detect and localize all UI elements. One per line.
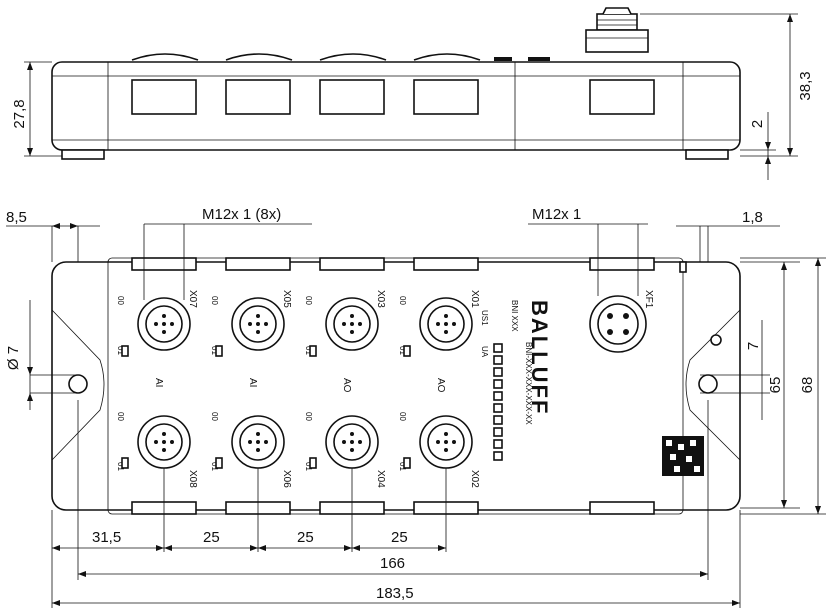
port-label-X08: X08 [187, 470, 198, 488]
side-view: 27,8 38,3 2 [11, 7, 814, 180]
ground-screw [710, 334, 722, 346]
svg-text:01: 01 [210, 346, 219, 355]
model-text-1: BNI XXX [510, 300, 519, 332]
side-port-caps [131, 53, 550, 61]
led-indicators [121, 261, 687, 469]
type-label-ao-1: AO [341, 378, 352, 393]
port-label-XF1: XF1 [643, 290, 654, 309]
type-label-ai-1: AI [153, 378, 164, 387]
svg-text:01: 01 [398, 462, 407, 471]
dim-total-length: 183,5 [376, 585, 414, 602]
port-X08 [137, 415, 191, 469]
svg-text:01: 01 [116, 346, 125, 355]
port-X05 [231, 297, 285, 351]
port-label-X03: X03 [375, 290, 386, 308]
port-label-X04: X04 [375, 470, 386, 488]
side-power-connector [585, 7, 649, 53]
svg-text:00: 00 [304, 296, 313, 305]
status-label-ua: UA [480, 346, 489, 358]
dim-connector-spec-ports: M12x 1 (8x) [202, 206, 281, 223]
dim-pitch-3: 25 [391, 529, 408, 546]
port-X07 [137, 297, 191, 351]
svg-text:00: 00 [210, 296, 219, 305]
port-label-X01: X01 [469, 290, 480, 308]
port-X04 [325, 415, 379, 469]
dim-connector-spec-power: M12x 1 [532, 206, 581, 223]
svg-text:00: 00 [116, 296, 125, 305]
model-text-2: BNI-XXX-XXX-XXX-XX [524, 342, 533, 425]
dim-pitch-1: 25 [203, 529, 220, 546]
port-label-X02: X02 [469, 470, 480, 488]
power-port-XF1 [589, 295, 647, 353]
dim-height-68: 68 [799, 377, 816, 394]
type-label-ai-2: AI [247, 378, 258, 387]
dim-height-body: 27,8 [11, 99, 28, 128]
dim-offset: 2 [749, 120, 766, 128]
svg-text:01: 01 [116, 462, 125, 471]
dim-right-offset: 1,8 [742, 209, 763, 226]
svg-text:00: 00 [398, 412, 407, 421]
port-label-X05: X05 [281, 290, 292, 308]
top-view: X07 X05 X03 X01 X08 X06 X04 X02 XF1 00 0… [5, 206, 826, 608]
svg-text:00: 00 [210, 412, 219, 421]
port-X03 [325, 297, 379, 351]
svg-text:01: 01 [304, 462, 313, 471]
dim-hole-spacing: 166 [380, 555, 405, 572]
svg-text:00: 00 [398, 296, 407, 305]
dim-height-total: 38,3 [797, 71, 814, 100]
mounting-ears [51, 309, 741, 461]
datamatrix-code [662, 436, 704, 476]
svg-text:00: 00 [304, 412, 313, 421]
mounting-hole-left [68, 374, 88, 394]
port-row-bottom [137, 415, 473, 469]
port-X02 [419, 415, 473, 469]
dim-left-offset: 8,5 [6, 209, 27, 226]
dim-first-port: 31,5 [92, 529, 121, 546]
side-feet [61, 149, 729, 160]
mounting-hole-right [698, 374, 718, 394]
dim-hole-diameter: Ø 7 [5, 346, 22, 370]
brand-logo: BALLUFF [527, 300, 552, 415]
port-label-X07: X07 [187, 290, 198, 308]
svg-text:00: 00 [116, 412, 125, 421]
dim-height-65: 65 [767, 377, 784, 394]
port-X06 [231, 415, 285, 469]
port-row-top [137, 297, 473, 351]
dim-hole-small: 7 [745, 342, 762, 350]
svg-text:01: 01 [210, 462, 219, 471]
status-label-us1: US1 [480, 310, 489, 326]
pin-marks: 00 01 00 01 00 01 00 01 00 01 00 01 00 0… [116, 296, 407, 471]
type-label-ao-2: AO [435, 378, 446, 393]
dim-pitch-2: 25 [297, 529, 314, 546]
side-windows [131, 79, 655, 115]
top-housing [51, 261, 741, 511]
side-housing [51, 61, 741, 151]
svg-text:01: 01 [304, 346, 313, 355]
port-X01 [419, 297, 473, 351]
port-label-X06: X06 [281, 470, 292, 488]
svg-text:01: 01 [398, 346, 407, 355]
